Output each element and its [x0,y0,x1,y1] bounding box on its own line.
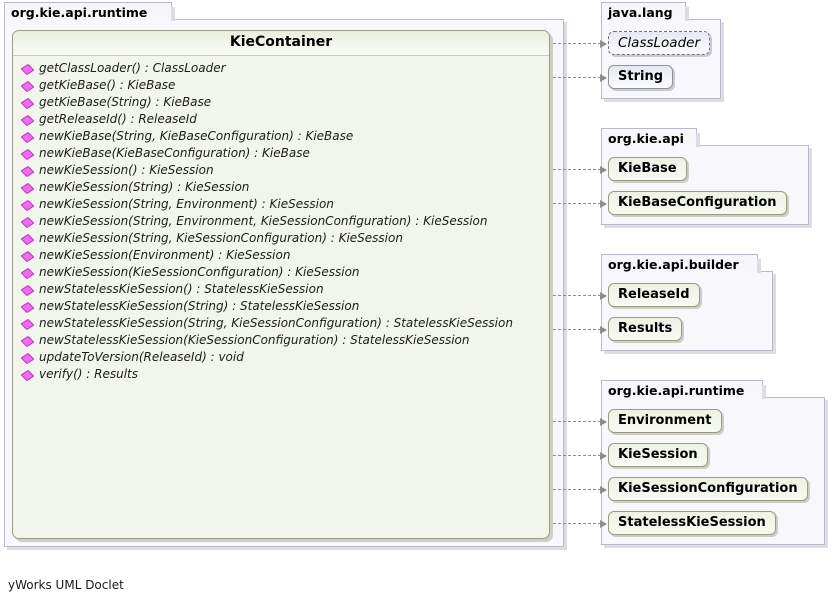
package-tab-label-org-kie-api-runtime-right: org.kie.api.runtime [601,380,766,399]
class-node-environment[interactable]: Environment [608,409,722,433]
dependency-arrow-statelesskiesession [548,520,607,528]
method-row[interactable]: newStatelessKieSession() : StatelessKieS… [13,281,549,298]
method-diamond-icon [20,131,35,144]
method-diamond-icon [20,199,35,212]
method-signature: newKieSession(String, Environment) : Kie… [39,197,334,211]
method-row[interactable]: verify() : Results [13,366,549,383]
method-row[interactable]: newKieSession(String, KieSessionConfigur… [13,230,549,247]
method-signature: newStatelessKieSession(KieSessionConfigu… [39,333,470,347]
method-signature: newStatelessKieSession(String, KieSessio… [39,316,513,330]
method-list: getClassLoader() : ClassLoader getKieBas… [13,56,549,383]
class-node-kiebase[interactable]: KieBase [608,157,687,181]
package-tab-label-org-kie-api: org.kie.api [601,128,700,147]
method-diamond-icon [20,97,35,110]
package-org-kie-api-runtime-main: org.kie.api.runtime KieContainer getClas… [4,2,570,551]
dependency-arrow-kiesession [548,452,607,460]
footer-credit: yWorks UML Doclet [8,578,124,592]
method-diamond-icon [20,233,35,246]
method-signature: newKieBase(String, KieBaseConfiguration)… [39,129,354,143]
method-diamond-icon [20,63,35,76]
class-node-kiebaseconfiguration[interactable]: KieBaseConfiguration [608,191,787,215]
method-signature: newKieSession(String, KieSessionConfigur… [39,231,403,245]
method-signature: getKieBase() : KieBase [39,78,176,92]
method-diamond-icon [20,318,35,331]
dependency-arrow-kiebase [548,166,607,174]
method-row[interactable]: newKieSession(KieSessionConfiguration) :… [13,264,549,281]
dependency-arrow-environment [548,418,607,426]
method-row[interactable]: newStatelessKieSession(String, KieSessio… [13,315,549,332]
method-signature: updateToVersion(ReleaseId) : void [39,350,244,364]
class-title-kiecontainer: KieContainer [13,31,549,56]
method-row[interactable]: newKieSession(String, Environment) : Kie… [13,196,549,213]
class-box-kiecontainer[interactable]: KieContainer getClassLoader() : ClassLoa… [12,30,550,539]
method-row[interactable]: newKieSession(Environment) : KieSession [13,247,549,264]
class-node-results[interactable]: Results [608,317,683,341]
method-signature: newStatelessKieSession() : StatelessKieS… [39,282,324,296]
dependency-arrow-string [548,74,607,82]
method-signature: newKieBase(KieBaseConfiguration) : KieBa… [39,146,310,160]
method-diamond-icon [20,165,35,178]
method-row[interactable]: newKieSession(String, Environment, KieSe… [13,213,549,230]
dependency-arrow-releaseid [548,292,607,300]
dependency-arrow-kiebaseconfiguration [548,200,607,208]
method-row[interactable]: newStatelessKieSession(KieSessionConfigu… [13,332,549,349]
method-signature: newKieSession(String, Environment, KieSe… [39,214,488,228]
method-signature: getKieBase(String) : KieBase [39,95,212,109]
method-row[interactable]: newKieSession(String) : KieSession [13,179,549,196]
method-diamond-icon [20,267,35,280]
method-diamond-icon [20,335,35,348]
class-node-string[interactable]: String [608,65,674,89]
class-node-classloader[interactable]: ClassLoader [608,31,710,55]
method-signature: newKieSession(KieSessionConfiguration) :… [39,265,360,279]
method-row[interactable]: getReleaseId() : ReleaseId [13,111,549,128]
package-tab-label-main: org.kie.api.runtime [4,2,175,21]
method-diamond-icon [20,148,35,161]
dependency-arrow-kiesessionconfiguration [548,486,607,494]
method-row[interactable]: getKieBase(String) : KieBase [13,94,549,111]
class-node-kiesessionconfiguration[interactable]: KieSessionConfiguration [608,477,808,501]
method-row[interactable]: newKieBase(KieBaseConfiguration) : KieBa… [13,145,549,162]
package-tab-label-java-lang: java.lang [601,2,689,21]
dependency-arrow-results [548,326,607,334]
package-tab-label-org-kie-api-builder: org.kie.api.builder [601,254,761,273]
method-diamond-icon [20,80,35,93]
class-node-kiesession[interactable]: KieSession [608,443,708,467]
dependency-arrow-classloader [548,40,607,48]
method-row[interactable]: newStatelessKieSession(String) : Statele… [13,298,549,315]
method-signature: getReleaseId() : ReleaseId [39,112,197,126]
method-row[interactable]: updateToVersion(ReleaseId) : void [13,349,549,366]
method-row[interactable]: getClassLoader() : ClassLoader [13,60,549,77]
class-node-releaseid[interactable]: ReleaseId [608,283,700,307]
method-row[interactable]: newKieSession() : KieSession [13,162,549,179]
method-signature: getClassLoader() : ClassLoader [39,61,226,75]
class-node-statelesskiesession[interactable]: StatelessKieSession [608,511,776,535]
method-diamond-icon [20,216,35,229]
method-diamond-icon [20,250,35,263]
method-diamond-icon [20,114,35,127]
method-diamond-icon [20,369,35,382]
method-diamond-icon [20,182,35,195]
method-signature: newKieSession() : KieSession [39,163,214,177]
method-signature: newStatelessKieSession(String) : Statele… [39,299,360,313]
method-signature: verify() : Results [39,367,138,381]
method-diamond-icon [20,284,35,297]
method-row[interactable]: getKieBase() : KieBase [13,77,549,94]
method-row[interactable]: newKieBase(String, KieBaseConfiguration)… [13,128,549,145]
method-diamond-icon [20,301,35,314]
method-signature: newKieSession(Environment) : KieSession [39,248,291,262]
method-diamond-icon [20,352,35,365]
method-signature: newKieSession(String) : KieSession [39,180,250,194]
